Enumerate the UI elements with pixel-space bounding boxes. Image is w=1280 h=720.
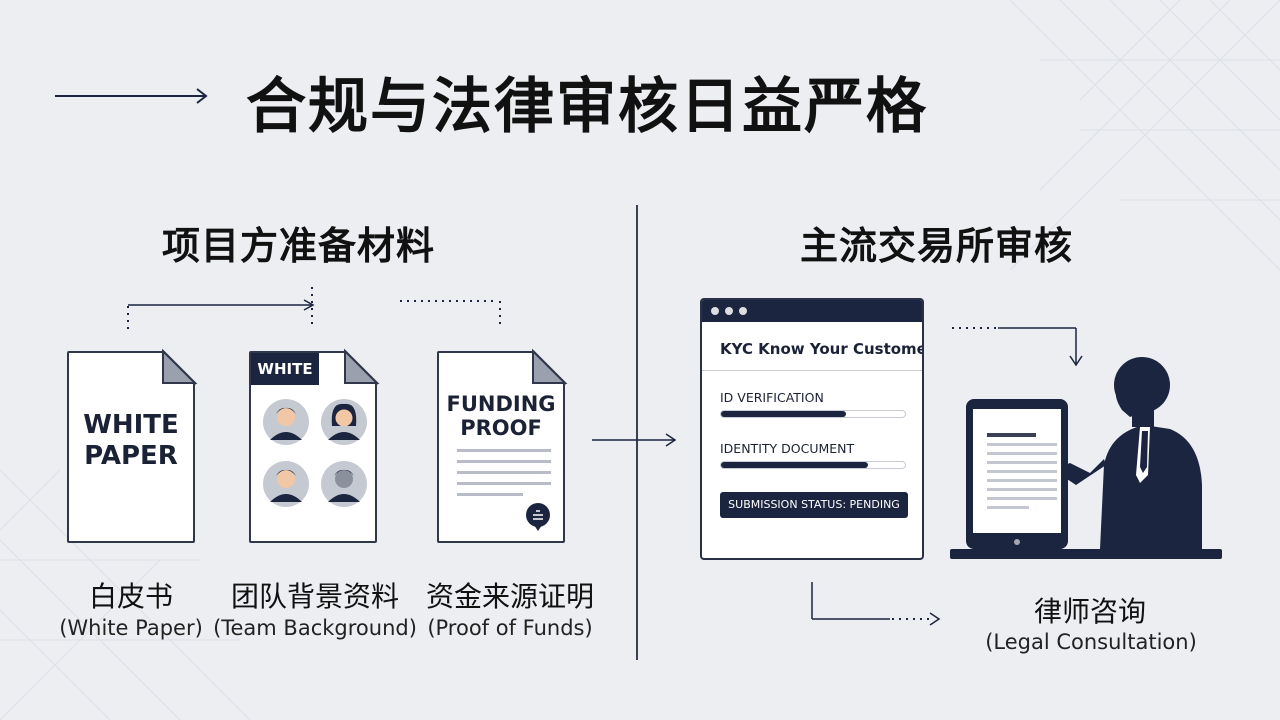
legal-consultation-caption-en: (Legal Consultation): [985, 630, 1197, 654]
person-avatar-icon: [263, 399, 309, 445]
legal-consultation-caption-cn: 律师咨询: [1033, 595, 1146, 628]
id-verification-progress: [720, 410, 906, 418]
lawyer-silhouette-icon: [1056, 357, 1202, 549]
person-avatar-icon: [321, 461, 367, 507]
doc-tab-label: WHITE: [251, 353, 319, 385]
doc-title-line2: PROOF: [460, 416, 542, 440]
kyc-window: KYC Know Your Customer ID VERIFICATION I…: [700, 298, 924, 560]
page-fold-icon: [344, 348, 380, 385]
kyc-title: KYC Know Your Customer: [720, 340, 924, 358]
flow-arrow-icon: [592, 433, 677, 447]
doc-title-line1: WHITE: [83, 410, 179, 440]
window-dot-icon: [739, 307, 747, 315]
stamp-seal-icon: [526, 503, 550, 531]
person-avatar-icon: [263, 461, 309, 507]
left-section-heading: 项目方准备材料: [162, 224, 436, 268]
white-paper-caption-cn: 白皮书: [88, 580, 173, 613]
title-arrow-icon: [55, 88, 208, 104]
section-divider: [636, 205, 638, 660]
page-title: 合规与法律审核日益严格: [246, 72, 928, 142]
submission-status-button[interactable]: SUBMISSION STATUS: PENDING: [720, 492, 908, 518]
consultation-arrows: [811, 327, 1083, 626]
right-section-heading: 主流交易所审核: [800, 224, 1074, 268]
window-dot-icon: [725, 307, 733, 315]
doc-connector-arrows: [127, 287, 501, 329]
person-avatar-icon: [321, 399, 367, 445]
team-background-caption-cn: 团队背景资料: [230, 580, 399, 613]
team-background-caption-en: (Team Background): [213, 616, 417, 640]
team-avatars: [263, 399, 367, 507]
identity-document-progress: [720, 461, 906, 469]
id-verification-label: ID VERIFICATION: [720, 390, 824, 405]
page-fold-icon: [532, 348, 568, 385]
window-dot-icon: [711, 307, 719, 315]
identity-document-label: IDENTITY DOCUMENT: [720, 441, 855, 456]
white-paper-caption-en: (White Paper): [59, 616, 203, 640]
funding-proof-caption-en: (Proof of Funds): [427, 616, 593, 640]
separator: [702, 370, 922, 371]
doc-title-line1: FUNDING: [446, 392, 556, 416]
page-fold-icon: [162, 348, 198, 385]
doc-title-line2: PAPER: [84, 441, 178, 471]
desk: [950, 549, 1222, 559]
window-title-bar: [702, 300, 922, 322]
tablet-icon: [966, 399, 1068, 549]
funding-proof-caption-cn: 资金来源证明: [425, 580, 594, 613]
